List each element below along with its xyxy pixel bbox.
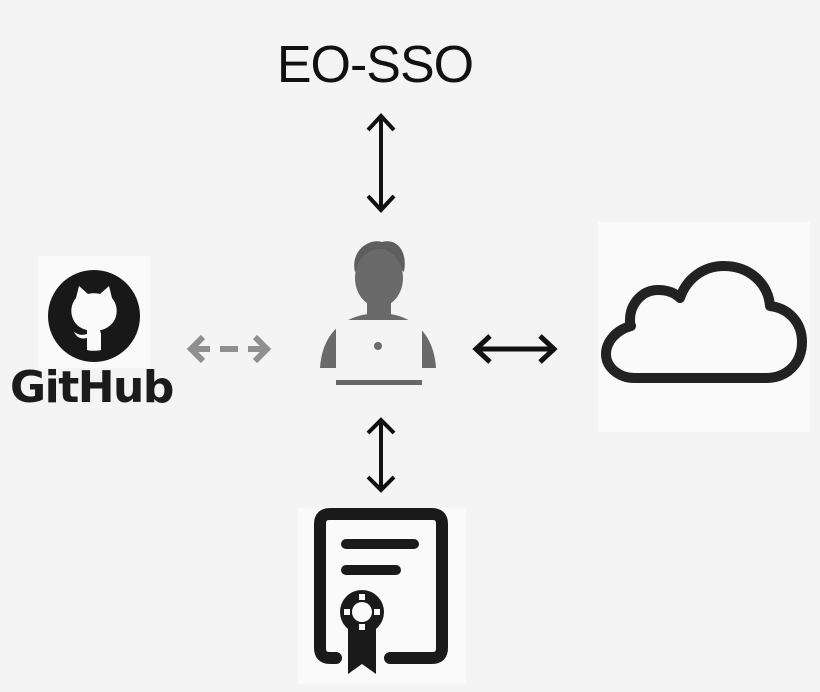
arrow-sso-user bbox=[366, 113, 396, 213]
github-label: GitHub bbox=[10, 362, 174, 413]
github-octocat-icon bbox=[48, 270, 140, 362]
arrow-user-cloud bbox=[472, 334, 558, 364]
user-laptop-icon bbox=[320, 241, 436, 385]
certificate-icon bbox=[314, 508, 448, 674]
arrow-github-user-dashed bbox=[186, 334, 272, 364]
sso-label: EO-SSO bbox=[276, 36, 474, 94]
arrow-user-certificate bbox=[366, 417, 396, 493]
cloud-icon bbox=[601, 261, 807, 383]
